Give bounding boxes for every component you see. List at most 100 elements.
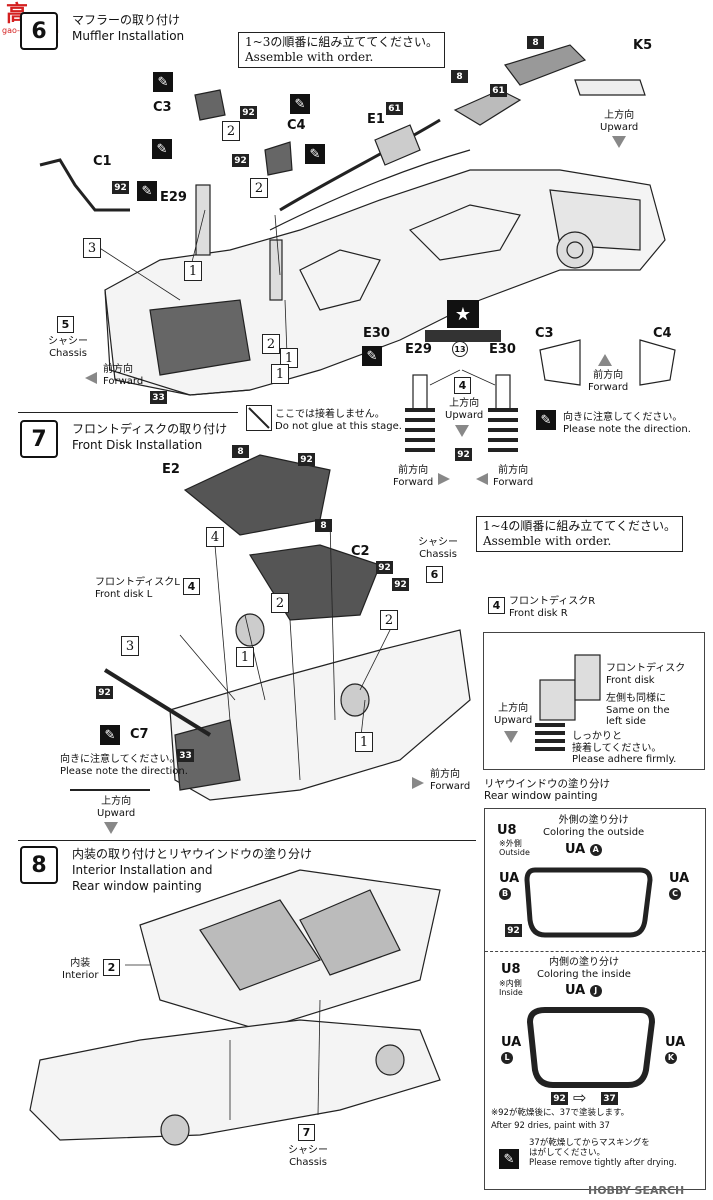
decal-strip: [425, 330, 501, 342]
part-6-chassis: 6: [426, 566, 443, 583]
upward-en-2: Upward: [445, 409, 484, 421]
part-4-shock: 4: [454, 377, 471, 394]
outside-note-jp: ※外側: [499, 839, 522, 848]
chassis-jp: シャシー: [48, 336, 88, 347]
e30-label: E30: [489, 342, 516, 357]
interior-en: Interior: [62, 969, 99, 981]
detail-upward-label: 上方向 Upward: [494, 703, 532, 726]
u8-inside: U8: [501, 962, 521, 977]
forward-jp-l: 前方向: [398, 465, 429, 476]
c4-label: C4: [653, 326, 672, 341]
arrow-left-icon: [85, 372, 97, 384]
upward-jp: 上方向: [604, 110, 635, 121]
step-8-title: 内装の取り付けとリヤウインドウの塗り分け Interior Installati…: [72, 846, 312, 895]
dry-note: ※92が乾燥後に、37で塗装します。 After 92 dries, paint…: [491, 1108, 629, 1132]
forward-en-r: Forward: [493, 476, 534, 488]
forward-right-shock: 前方向 Forward: [493, 465, 533, 488]
direction-jp-7: 向きに注意してください。: [60, 754, 180, 765]
part-e1: E1: [367, 112, 385, 127]
mask-note-jp1: 37が乾燥してからマスキングを: [529, 1138, 650, 1148]
part-8-e2: 8: [232, 445, 249, 458]
rear-window-title-jp: リヤウインドウの塗り分け: [484, 778, 610, 790]
part-4-disk-r: 4: [488, 597, 505, 614]
rear-window-panel: 外側の塗り分け Coloring the outside U8 ※外側 Outs…: [484, 808, 706, 1190]
ua-inside-right: UA K: [665, 1035, 685, 1065]
outside-note-en: Outside: [499, 848, 530, 858]
chassis-jp-7: シャシー: [418, 537, 458, 548]
part-92-inside: 92: [551, 1092, 568, 1105]
front-disk-l-label: フロントディスクL Front disk L: [95, 577, 180, 600]
forward-jp: 前方向: [103, 364, 133, 375]
chassis-jp-8: シャシー: [288, 1145, 328, 1156]
detail-same-label: 左側も同様に Same on the left side: [606, 693, 670, 728]
arrow-right-icon: [438, 473, 450, 485]
step-3-rod: 3: [121, 636, 139, 656]
step-6-title-en: Muffler Installation: [72, 29, 185, 44]
step-8-title-en1: Interior Installation and: [72, 863, 213, 878]
step-6-order-en: Assemble with order.: [245, 50, 374, 64]
detail-up-jp: 上方向: [498, 703, 529, 714]
ua-left-text: UA: [499, 871, 520, 886]
disk-l-en: Front disk L: [95, 588, 153, 600]
direction-note-6: 向きに注意してください。 Please note the direction.: [563, 412, 691, 435]
inside-note-jp: ※内側: [499, 979, 522, 988]
detail-arrow-down-icon: [504, 731, 518, 743]
part-61-muffler: 61: [490, 84, 507, 97]
step-2-c4: 2: [250, 178, 268, 198]
mask-note: 37が乾燥してからマスキングを はがしてください。 Please remove …: [529, 1138, 677, 1168]
part-92-rod: 92: [96, 686, 113, 699]
forward-c-en: Forward: [588, 381, 629, 393]
interior-jp: 内装: [70, 958, 91, 969]
panel-divider: [485, 951, 705, 952]
front-disk-r-label: フロントディスクR Front disk R: [509, 596, 595, 619]
ua-inside-right-text: UA: [665, 1035, 686, 1050]
forward-en-l: Forward: [393, 476, 434, 488]
outside-title: 外側の塗り分け Coloring the outside: [543, 815, 644, 838]
part-92-outside: 92: [505, 924, 522, 937]
paint-icon-direction: ✎: [536, 410, 556, 430]
mask-note-jp2: はがしてください。: [529, 1147, 605, 1158]
forward-jp-r: 前方向: [498, 465, 529, 476]
detail-up-en: Upward: [494, 714, 533, 726]
upward-label-shock: 上方向 Upward: [445, 398, 483, 421]
part-c7: C7: [130, 727, 149, 742]
color-l-icon: L: [501, 1051, 513, 1064]
inside-title: 内側の塗り分け Coloring the inside: [537, 957, 631, 980]
paint-arrow-icon: ⇨: [573, 1088, 587, 1107]
part-92-e2: 92: [298, 453, 315, 466]
direction-note-7: 向きに注意してください。 Please note the direction.: [60, 754, 188, 777]
divider-7-8: [18, 840, 476, 841]
part-c3: C3: [153, 100, 172, 115]
forward-c-jp: 前方向: [593, 370, 624, 381]
part-4-disk-l: 4: [183, 578, 200, 595]
detail-disk-jp: フロントディスク: [606, 663, 686, 674]
u8-outside: U8: [497, 823, 517, 838]
chassis-label-8: シャシー Chassis: [288, 1145, 328, 1168]
color-c-icon: C: [669, 887, 681, 900]
step-6-title-jp: マフラーの取り付け: [72, 13, 181, 27]
forward-left-shock: 前方向 Forward: [393, 465, 433, 488]
chassis-en-8: Chassis: [289, 1156, 327, 1168]
star-strip: ★: [447, 300, 479, 328]
ua-outside-left: UA B: [499, 871, 519, 901]
front-disk-detail-panel: フロントディスク Front disk 左側も同様に Same on the l…: [483, 632, 705, 770]
paint-icon-e30-top: ✎: [305, 144, 325, 164]
part-92-c2: 92: [376, 561, 393, 574]
divider-6-7: [18, 412, 238, 413]
chassis-en: Chassis: [49, 347, 87, 359]
part-c2: C2: [351, 544, 370, 559]
direction-jp: 向きに注意してください。: [563, 412, 683, 423]
part-7-chassis: 7: [298, 1124, 315, 1141]
detail-disk-en: Front disk: [606, 674, 655, 686]
part-33-radiator-7: 33: [177, 749, 194, 762]
inside-note: ※内側 Inside: [499, 979, 523, 997]
interior-label: 内装 Interior: [62, 958, 98, 981]
part-92-c1: 92: [112, 181, 129, 194]
no-glue-jp: ここでは接着しません。: [275, 409, 385, 420]
upward-en: Upward: [600, 121, 639, 133]
arrow-down-icon: [612, 136, 626, 148]
step-1-e30: 1: [280, 348, 298, 368]
part-37-inside: 37: [601, 1092, 618, 1105]
arrow-down-icon-7: [104, 822, 118, 834]
